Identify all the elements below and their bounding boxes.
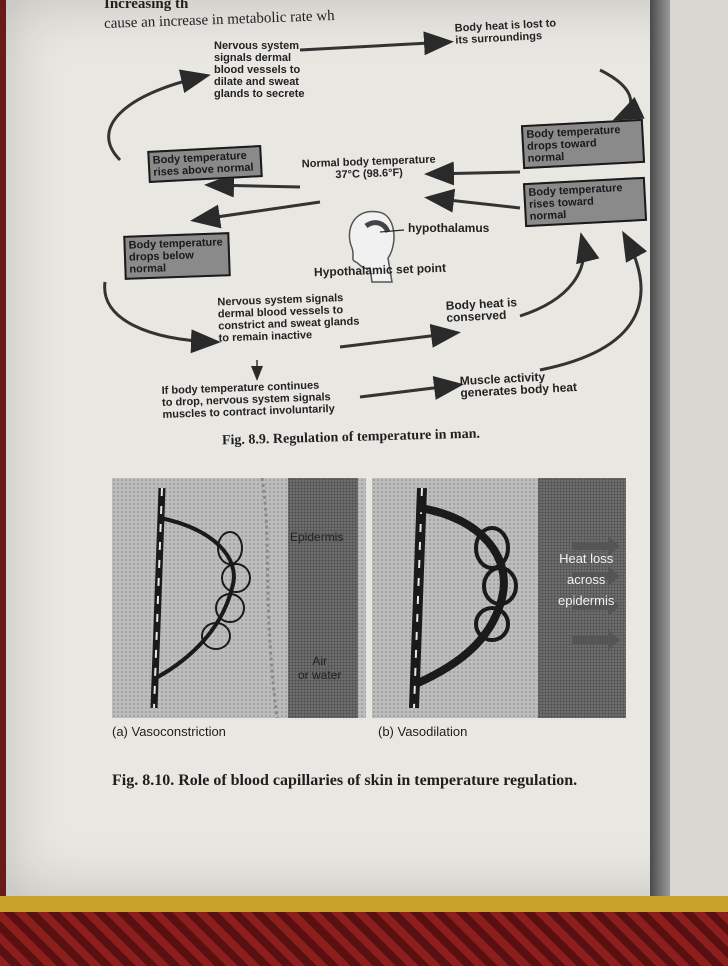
constricted-capillaries [112, 478, 366, 718]
arrow-conserved-to-rises [520, 238, 584, 316]
arrow-normal-to-drops-box [196, 202, 320, 220]
arrow-normal-to-rises-box [210, 185, 300, 187]
fig-8-10-caption: Fig. 8.10. Role of blood capillaries of … [112, 772, 577, 790]
arrow-continues-to-muscle [360, 385, 458, 397]
vasoconstriction-label: (a) Vasoconstriction [112, 724, 226, 739]
arrow-signal-to-heat-loss [300, 42, 448, 50]
epidermis-label: Epidermis [290, 530, 343, 544]
arrow-heat-loss-to-drops [600, 70, 631, 118]
vasodilation-label: (b) Vasodilation [378, 724, 467, 739]
arrow-drops-to-constrict [105, 282, 215, 342]
arrow-rises-toward-to-normal [430, 198, 520, 208]
hypothalamus-label: hypothalamus [408, 222, 489, 234]
arrow-drops-to-normal [430, 172, 520, 174]
arrow-rises-to-signal [109, 76, 205, 160]
arrow-muscle-to-rises [540, 236, 641, 370]
